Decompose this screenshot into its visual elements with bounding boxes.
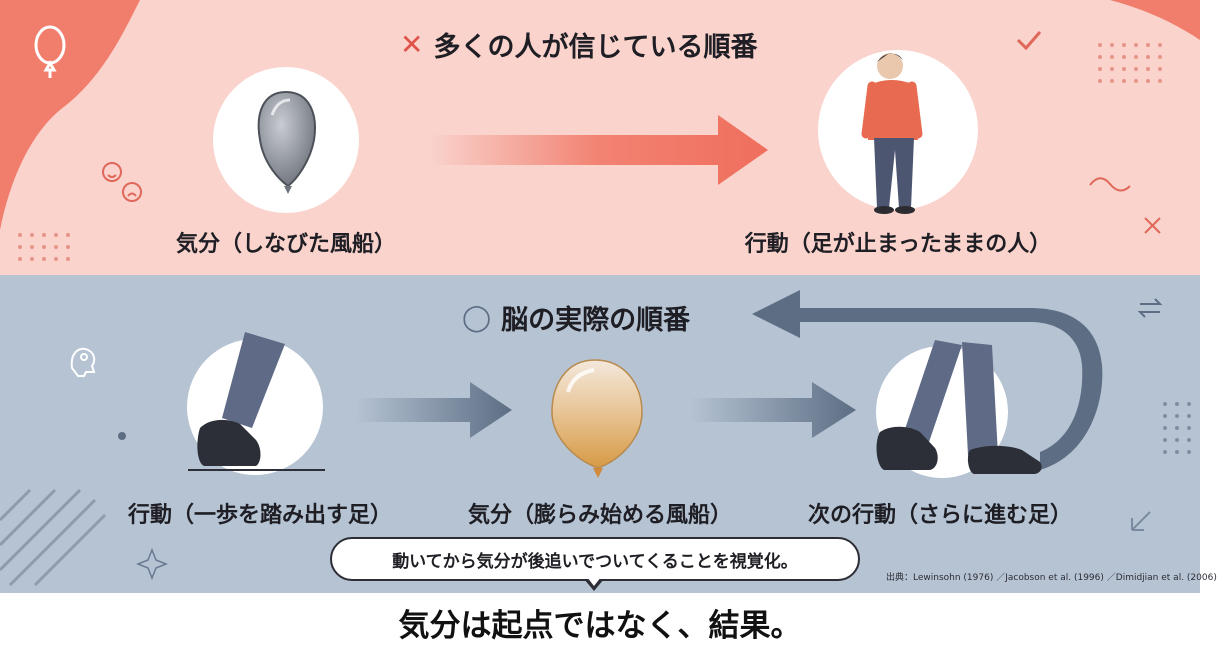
- head-outline-icon: [70, 347, 96, 377]
- step3-label: 次の行動（さらに進む足）: [807, 503, 1072, 528]
- circle-mark-icon: ◯: [462, 302, 492, 333]
- check-mark-icon: [1016, 31, 1042, 51]
- top-left-label: 気分（しなびた風船）: [175, 232, 396, 257]
- dot-grid-bottom: [1163, 402, 1191, 454]
- return-arrow: [752, 290, 1103, 470]
- swap-arrows-icon: [1137, 298, 1163, 318]
- balloon-outline-icon: [34, 25, 66, 78]
- mood-faces-icon: [102, 162, 142, 202]
- standing-person-figure: [861, 53, 923, 214]
- inflating-balloon-icon: [551, 359, 643, 478]
- x-mark-icon: [1144, 217, 1161, 234]
- bottom-title-row: ◯ 脳の実際の順番: [462, 298, 690, 337]
- sparkle-icon: [135, 547, 169, 581]
- top-title-row: ✕ 多くの人が信じている順番: [400, 25, 757, 64]
- top-right-decoration: [1110, 0, 1200, 40]
- step1-label: 行動（一歩を踏み出す足）: [127, 503, 392, 528]
- stepping-leg-figure-2: [876, 340, 1042, 474]
- footer-panel: [0, 593, 1200, 655]
- conclusion-text: 気分は起点ではなく、結果。: [398, 608, 802, 644]
- bottom-flow-arrow-1: [355, 382, 512, 438]
- stepping-leg-figure-1: [188, 332, 325, 471]
- step2-label: 気分（膨らみ始める風船）: [467, 503, 732, 528]
- hand-pointer-icon: [1131, 511, 1151, 531]
- callout-tail-inner: [587, 577, 601, 586]
- dot-decoration: [118, 432, 126, 440]
- top-right-label: 行動（足が止まったままの人）: [744, 232, 1052, 257]
- top-flow-arrow: [430, 115, 768, 185]
- citation: 出典：Lewinsohn (1976) ／Jacobson et al. (19…: [886, 573, 1217, 583]
- cross-mark-icon: ✕: [400, 28, 424, 61]
- corner-decoration: [0, 0, 140, 230]
- bottom-flow-arrow-2: [690, 382, 856, 438]
- bottom-title: 脳の実際の順番: [501, 305, 691, 336]
- deflated-balloon-icon: [257, 90, 316, 194]
- hatch-decoration: [0, 488, 107, 587]
- callout-text: 動いてから気分が後追いでついてくることを視覚化。: [392, 551, 798, 572]
- dot-grid-top: [18, 43, 1162, 261]
- top-title: 多くの人が信じている順番: [433, 32, 758, 63]
- callout-bubble: 動いてから気分が後追いでついてくることを視覚化。: [330, 537, 860, 581]
- swirl-decoration: [1089, 177, 1131, 192]
